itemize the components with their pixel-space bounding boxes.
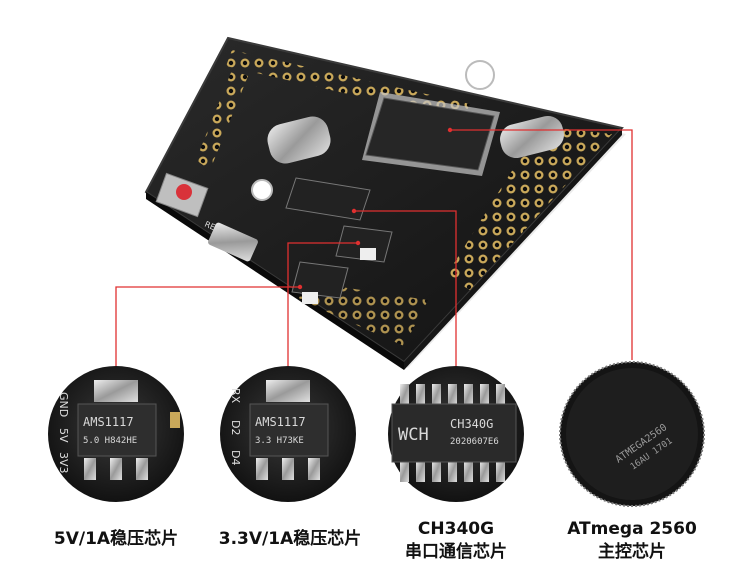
leader-ch340 <box>354 210 457 366</box>
caption-ch340-title: CH340G <box>417 519 495 539</box>
chip-marking: AMS1117 <box>255 415 306 429</box>
chip-marking: AMS1117 <box>83 415 134 429</box>
board-atmega-chip <box>362 92 500 176</box>
caption-reg5: 5V/1A稳压芯片 <box>53 529 179 549</box>
pin-label: D2 <box>229 420 242 435</box>
pin-label: 3V3 <box>57 452 70 474</box>
mounting-hole <box>465 60 495 90</box>
header-pins-left <box>196 70 248 170</box>
leader-lines <box>115 127 633 366</box>
chip-marking: 2020607E6 <box>450 437 499 447</box>
leader-reg5 <box>115 286 300 366</box>
board-regulator-5 <box>291 261 349 299</box>
chip-marking: 5.0 H842HE <box>83 436 137 446</box>
micro-usb-port-icon <box>208 222 258 262</box>
zoom-circle-reg33: RX D2 D4 AMS1117 3.3 H73KE <box>220 366 356 502</box>
caption-reg33: 3.3V/1A稳压芯片 <box>218 529 362 549</box>
pin-label: D4 <box>229 450 242 465</box>
arduino-mega-board: RESET <box>144 36 626 370</box>
zoom-circle-reg5: GND 5V 3V3 AMS1117 5.0 H842HE <box>48 366 184 502</box>
board-regulator-33 <box>335 225 393 263</box>
pin-label: GND <box>57 392 70 417</box>
mounting-hole <box>251 179 273 201</box>
chip-logo: WCH <box>398 425 429 445</box>
zoom-circle-ch340: WCH CH340G 2020607E6 <box>388 366 524 502</box>
reset-button-icon <box>155 172 209 218</box>
caption-atmega-subtitle: 主控芯片 <box>598 542 666 562</box>
crystal-oscillator <box>267 116 331 164</box>
caption-ch340-subtitle: 串口通信芯片 <box>405 542 507 562</box>
pin-label: 5V <box>57 428 70 443</box>
leader-atmega <box>450 129 633 360</box>
leader-reg33 <box>287 242 358 366</box>
zoom-circle-atmega: ATMEGA2560 16AU 1701 <box>559 361 705 507</box>
caption-atmega-title: ATmega 2560 <box>567 519 697 539</box>
chip-marking: 3.3 H73KE <box>255 436 304 446</box>
header-pins-right <box>446 126 612 290</box>
chip-marking: CH340G <box>450 417 493 431</box>
pin-label: RX <box>229 388 242 404</box>
board-ch340-chip <box>285 177 371 221</box>
crystal-oscillator <box>500 115 564 159</box>
